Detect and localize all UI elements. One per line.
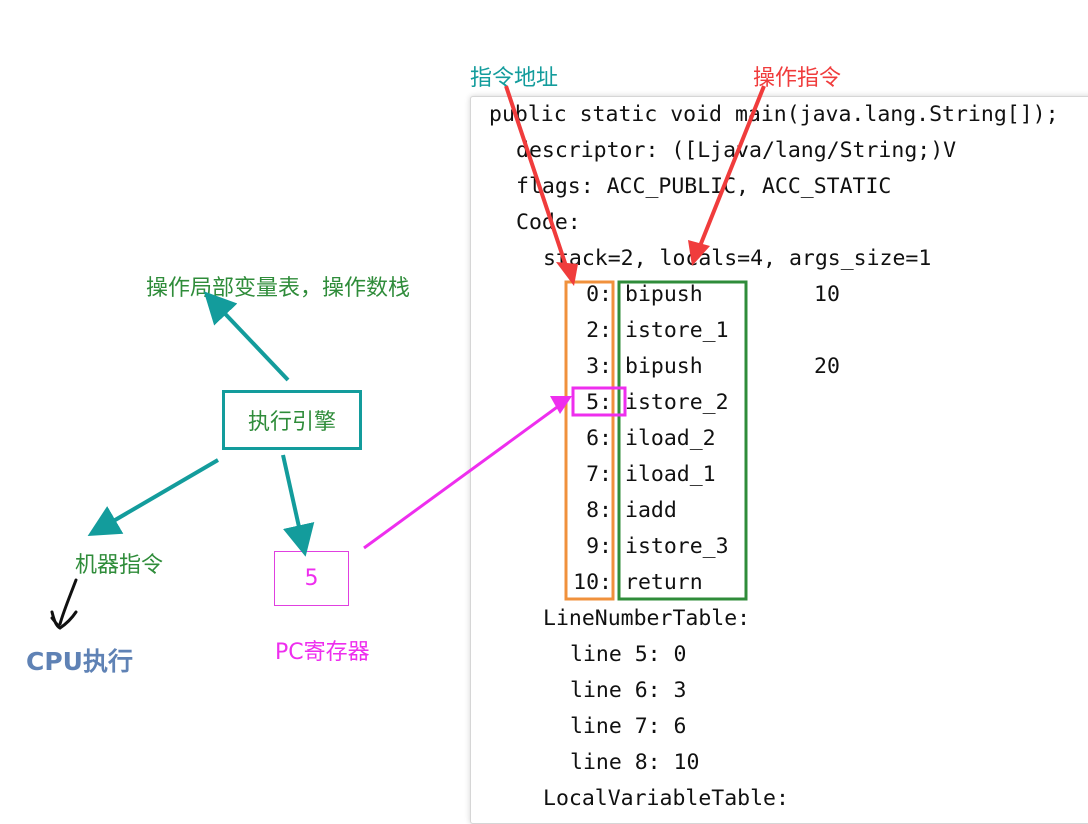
instruction-opcode: iload_1 [625, 462, 716, 487]
instruction-offset: 8: [586, 498, 612, 523]
instruction-argument: 20 [814, 354, 840, 379]
instruction-offset: 2: [586, 318, 612, 343]
flags-line: flags: ACC_PUBLIC, ACC_STATIC [516, 174, 892, 199]
instruction-offset: 6: [586, 426, 612, 451]
address-label: 指令地址 [470, 66, 559, 91]
engine-target-label: 操作局部变量表，操作数栈 [146, 276, 411, 301]
instruction-opcode: iload_2 [625, 426, 716, 451]
execution-engine-label: 执行引擎 [247, 410, 336, 435]
pc-value: 5 [304, 566, 319, 591]
instruction-opcode: bipush [625, 354, 703, 379]
instruction-offset: 10: [573, 570, 612, 595]
local-variable-table-label: LocalVariableTable: [543, 786, 789, 811]
engine-to-stack-arrow [203, 291, 290, 382]
bytecode-panel: public static void main(java.lang.String… [470, 96, 1088, 824]
pc-register-label: PC寄存器 [275, 640, 370, 665]
instruction-offset: 9: [586, 534, 612, 559]
instruction-opcode: return [625, 570, 703, 595]
pc-register-box: 5 [274, 551, 349, 606]
instruction-opcode: istore_1 [625, 318, 729, 343]
line-number-table-label: LineNumberTable: [543, 606, 751, 631]
op-label: 操作指令 [753, 66, 842, 91]
instruction-offset: 7: [586, 462, 612, 487]
engine-to-machine-arrow [87, 458, 220, 537]
instruction-offset: 3: [586, 354, 612, 379]
line-entry: line 5: 0 [570, 642, 687, 667]
code-line: Code: [516, 210, 581, 235]
stack-line: stack=2, locals=4, args_size=1 [543, 246, 932, 271]
engine-to-pc-arrow [281, 454, 315, 557]
instruction-opcode: istore_3 [625, 534, 729, 559]
instruction-opcode: iadd [625, 498, 677, 523]
line-entry: line 7: 6 [570, 714, 687, 739]
method-signature: public static void main(java.lang.String… [489, 102, 1059, 127]
cpu-arrow-icon [50, 578, 78, 630]
execution-engine-box: 执行引擎 [222, 390, 362, 450]
machine-instruction-label: 机器指令 [75, 553, 164, 578]
instruction-offset: 0: [586, 282, 612, 307]
instruction-opcode: istore_2 [625, 390, 729, 415]
descriptor-line: descriptor: ([Ljava/lang/String;)V [516, 138, 957, 163]
instruction-argument: 10 [814, 282, 840, 307]
instruction-opcode: bipush [625, 282, 703, 307]
cpu-execute-label: CPU执行 [26, 647, 133, 676]
instruction-offset: 5: [586, 390, 612, 415]
line-entry: line 6: 3 [570, 678, 687, 703]
line-entry: line 8: 10 [570, 750, 700, 775]
